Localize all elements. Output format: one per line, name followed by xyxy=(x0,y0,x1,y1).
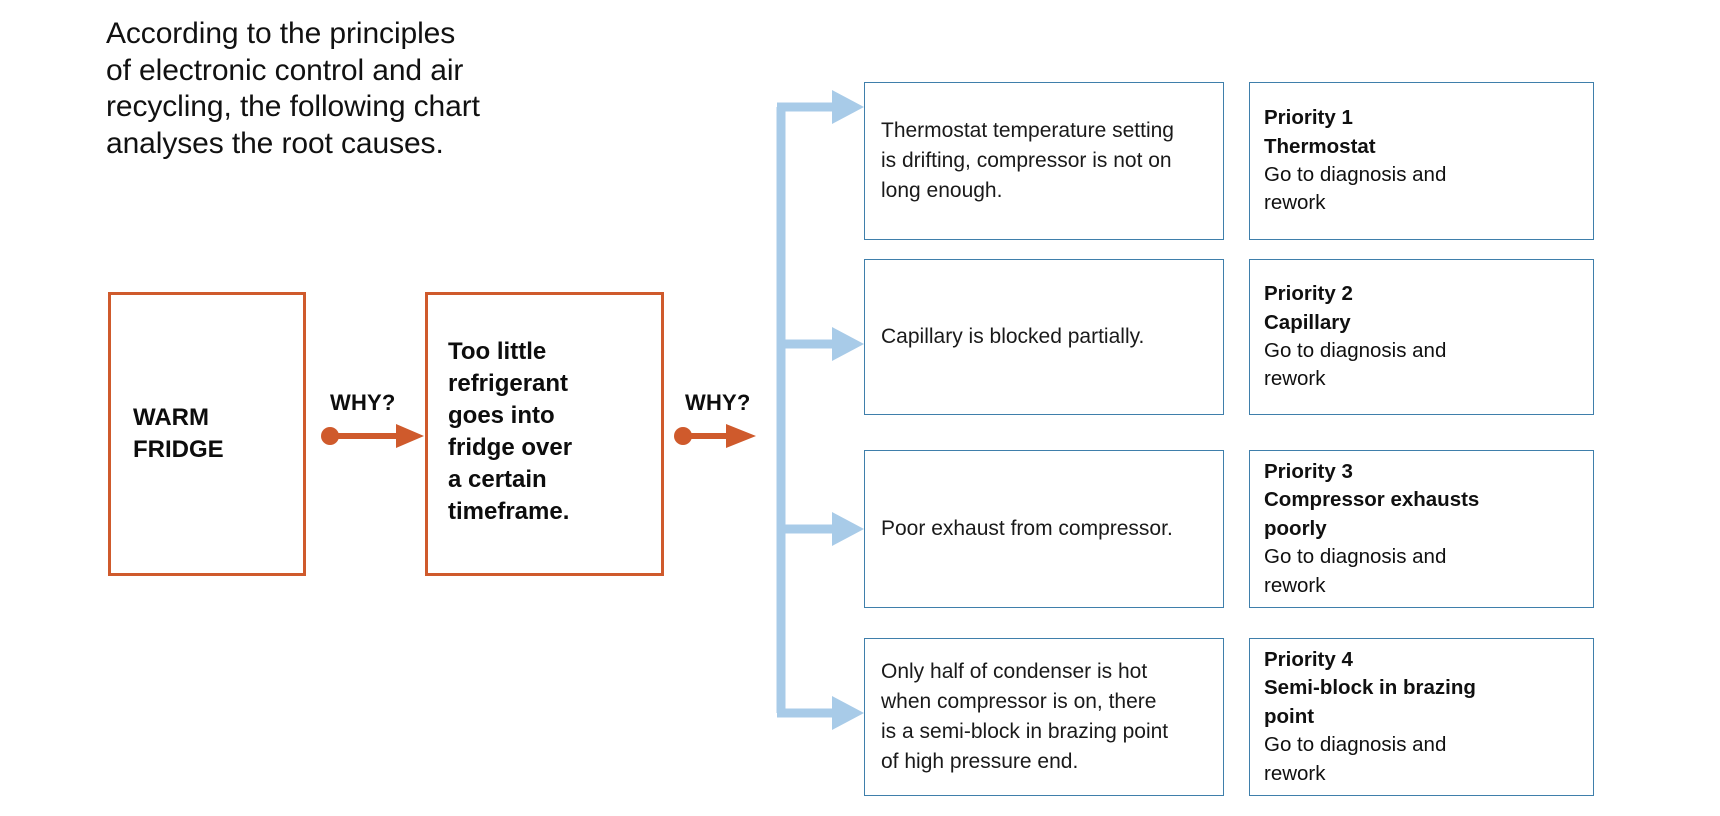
cause-box-1[interactable]: Thermostat temperature setting is drifti… xyxy=(864,82,1224,240)
priority-box-4-heading: Priority 4 Semi-block in brazing point xyxy=(1264,647,1476,728)
cause-box-3[interactable]: Poor exhaust from compressor. xyxy=(864,450,1224,608)
priority-box-1[interactable]: Priority 1 Thermostat Go to diagnosis an… xyxy=(1249,82,1594,240)
priority-box-3[interactable]: Priority 3 Compressor exhausts poorly Go… xyxy=(1249,450,1594,608)
priority-box-1-text: Priority 1 Thermostat Go to diagnosis an… xyxy=(1250,104,1460,218)
cause-box-2[interactable]: Capillary is blocked partially. xyxy=(864,259,1224,415)
intro-paragraph: According to the principles of electroni… xyxy=(106,17,480,160)
priority-box-2-heading: Priority 2 Capillary xyxy=(1264,282,1353,334)
priority-box-2[interactable]: Priority 2 Capillary Go to diagnosis and… xyxy=(1249,259,1594,415)
orange-arrow-1 xyxy=(321,424,424,448)
problem-box-warm-fridge[interactable]: WARM FRIDGE xyxy=(108,292,306,576)
priority-box-2-body: Go to diagnosis and rework xyxy=(1264,339,1447,391)
blue-branch-arrowheads xyxy=(832,90,864,730)
priority-box-3-text: Priority 3 Compressor exhausts poorly Go… xyxy=(1250,458,1493,600)
priority-box-1-body: Go to diagnosis and rework xyxy=(1264,163,1447,215)
orange-arrow-2 xyxy=(674,424,756,448)
priority-box-3-body: Go to diagnosis and rework xyxy=(1264,545,1447,597)
cause-box-4[interactable]: Only half of condenser is hot when compr… xyxy=(864,638,1224,796)
priority-box-4[interactable]: Priority 4 Semi-block in brazing point G… xyxy=(1249,638,1594,796)
priority-box-2-text: Priority 2 Capillary Go to diagnosis and… xyxy=(1250,280,1460,394)
first-cause-box-label: Too little refrigerant goes into fridge … xyxy=(448,338,573,525)
why-label-1: WHY? xyxy=(330,390,396,415)
first-cause-box[interactable]: Too little refrigerant goes into fridge … xyxy=(425,292,664,576)
cause-box-1-text: Thermostat temperature setting is drifti… xyxy=(881,118,1174,203)
priority-box-4-body: Go to diagnosis and rework xyxy=(1264,733,1447,785)
priority-box-4-text: Priority 4 Semi-block in brazing point G… xyxy=(1250,646,1490,788)
blue-branch-connector xyxy=(776,102,836,718)
priority-box-1-heading: Priority 1 Thermostat xyxy=(1264,106,1376,158)
problem-box-label: WARM FRIDGE xyxy=(133,404,224,463)
cause-box-3-text: Poor exhaust from compressor. xyxy=(881,516,1173,540)
cause-box-2-text: Capillary is blocked partially. xyxy=(881,324,1145,348)
why-label-2: WHY? xyxy=(685,390,751,415)
priority-box-3-heading: Priority 3 Compressor exhausts poorly xyxy=(1264,459,1480,540)
cause-box-4-text: Only half of condenser is hot when compr… xyxy=(881,659,1169,774)
